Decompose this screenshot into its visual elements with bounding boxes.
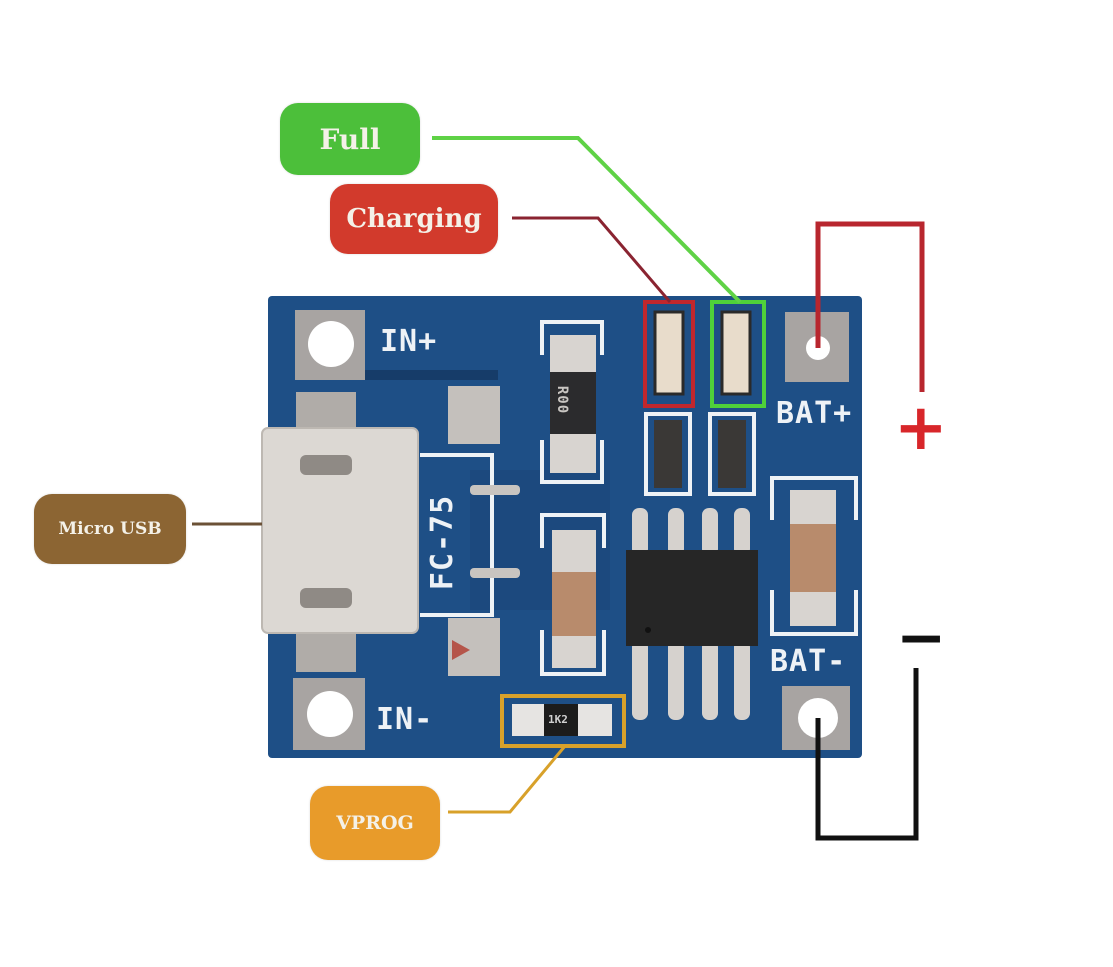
micro-usb-callout: Micro USB (34, 494, 186, 564)
ic-pins-top (632, 508, 750, 556)
pcb-trace-top (360, 370, 498, 380)
r00-body (550, 372, 596, 434)
vprog-callout-label: VPROG (336, 812, 414, 834)
bat-plus-wire (815, 221, 925, 392)
capacitor-right-body (790, 524, 836, 592)
bat-minus-label: BAT- (770, 644, 847, 679)
ic-pin-bottom-1 (632, 640, 648, 720)
usb-tab-bottom (296, 628, 356, 672)
ic-pin-bottom-4 (734, 640, 750, 720)
battery-minus-sign: − (896, 603, 947, 673)
bat-minus-wire (815, 668, 919, 841)
ic-pin-top-3 (702, 508, 718, 556)
ic-pin-top-4 (734, 508, 750, 556)
ic-pin-top-1 (632, 508, 648, 556)
r00-silk-top (540, 320, 604, 355)
battery-plus-sign: + (894, 391, 948, 465)
full-callout: Full (280, 103, 420, 175)
ic-pin1-dot (645, 627, 651, 633)
vprog-callout: VPROG (310, 786, 440, 860)
r00-silk-bottom (540, 440, 604, 484)
full-leader-line (432, 136, 742, 304)
charging-callout-label: Charging (346, 204, 482, 234)
vprog-resistor-marking: 1K2 (548, 713, 568, 726)
vprog-resistor-body (544, 704, 578, 736)
charging-callout: Charging (330, 184, 498, 254)
r00-resistor-marking: R00 (554, 385, 571, 415)
charging-leader-line (512, 216, 672, 303)
usb-slot-bottom (300, 588, 352, 608)
led-resistor-1[interactable] (654, 420, 682, 488)
diode-pad-top (448, 386, 500, 444)
led-resistor-2[interactable] (718, 420, 746, 488)
vprog-highlight (500, 694, 626, 748)
micro-usb-callout-label: Micro USB (58, 519, 162, 539)
in-plus-label: IN+ (380, 324, 438, 359)
led-resistor-1-silk (644, 412, 692, 496)
fc75-label: FC-75 (425, 494, 461, 591)
micro-usb-connector[interactable] (261, 427, 419, 634)
vprog-leader-line (448, 745, 567, 814)
ic-pin-bottom-3 (702, 640, 718, 720)
charging-led[interactable] (653, 310, 685, 396)
ic-pin-bottom-2 (668, 640, 684, 720)
in-plus-hole (308, 321, 354, 367)
ic-pin-top-2 (668, 508, 684, 556)
diode-pad-mark (452, 640, 470, 660)
full-callout-label: Full (319, 122, 381, 156)
ic-pins-bottom (632, 640, 750, 720)
fc75-lead-top (470, 485, 520, 495)
fc75-lead-bottom (470, 568, 520, 578)
led-resistor-2-silk (708, 412, 756, 496)
usb-slot-top (300, 455, 352, 475)
in-minus-hole (307, 691, 353, 737)
fc75-outline-2 (420, 560, 494, 617)
cap-right-silk-bottom (770, 590, 858, 636)
bat-plus-label: BAT+ (776, 396, 853, 431)
cap-right-silk-top (770, 476, 858, 520)
cap-left-silk-bottom (540, 630, 606, 676)
capacitor-left-body (552, 572, 596, 636)
in-minus-label: IN- (376, 702, 434, 737)
cap-left-silk-top (540, 513, 606, 548)
full-led[interactable] (720, 310, 752, 396)
